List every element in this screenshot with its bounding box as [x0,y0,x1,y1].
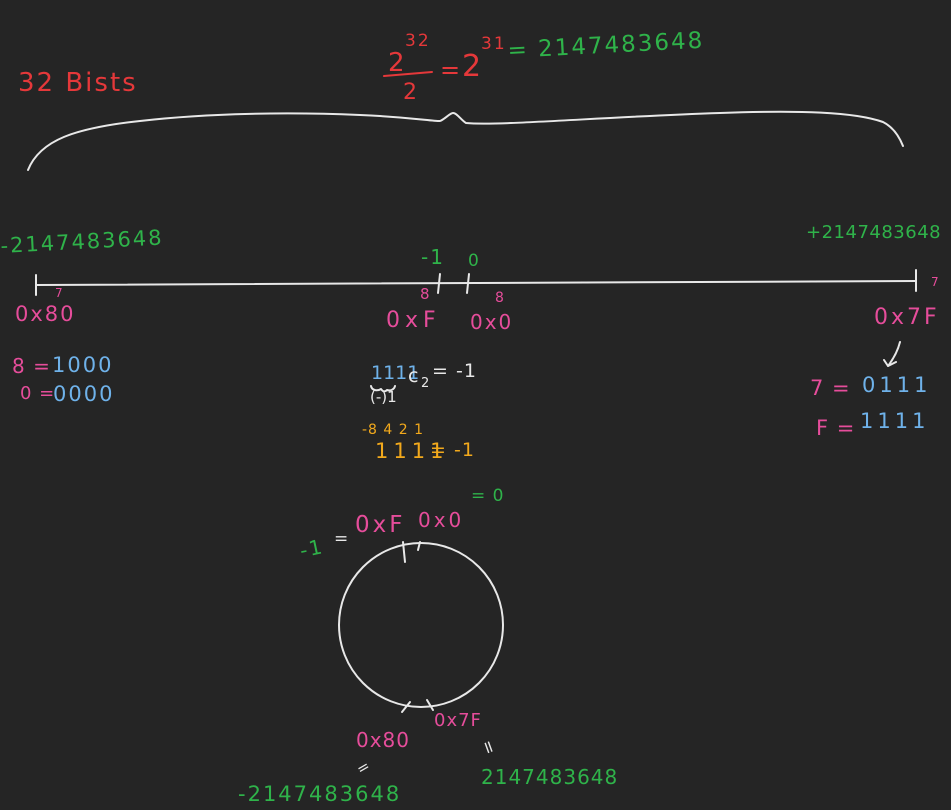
mid-right-hex: 0x0 [470,310,514,334]
weighted-bits: 1111 [375,439,449,463]
seven-bits: 0111 [862,373,932,397]
arrow-right-head [883,359,897,367]
seven-label: 7 = [810,376,851,400]
circle-eq-zero: = 0 [471,486,505,506]
wrap-circle [338,542,504,708]
sign-note: (-)1 [370,388,397,406]
formula-exp31: 31 [481,34,507,54]
c2-sub: 2 [421,376,432,391]
tick-zero [466,273,470,294]
brace [27,110,904,171]
bit-weights: -8 4 2 1 [362,422,425,438]
number-line [35,280,917,286]
circle-top-right-hex: 0x0 [418,508,465,532]
f-label: F = [816,416,856,440]
circle-bottom-right-value: 2147483648 [481,765,619,789]
formula-base-right: 2 [462,49,484,84]
circle-tick-bottom-right [426,699,434,711]
minus-one-label: -1 [421,245,445,269]
mid-left-hex: 0xF [386,308,441,333]
fraction-bar [383,71,433,77]
eight-label: 8 = [12,354,51,378]
zero-label: 0 [468,251,481,271]
formula-base-top: 2 [388,48,407,78]
c2-label: c [408,365,421,387]
f-bits: 1111 [860,409,930,433]
right-hex-super: 7 [931,275,941,289]
formula-exp32: 32 [405,31,431,51]
zero-bits: 0000 [53,382,115,406]
circle-tick-bottom-left [401,701,411,713]
formula-eq: = [440,56,463,84]
circle-eq-left: = [334,529,351,549]
right-extreme-value: +2147483648 [806,222,942,243]
twos-complement-bits: 1111 [371,362,420,384]
left-hex-super: 7 [55,286,65,300]
circle-bottom-right-hex: 0x7F [434,710,482,731]
mid-right-hex-super: 8 [495,290,506,306]
circle-tick-top-right [417,541,421,551]
circle-bottom-left-value: -2147483648 [238,782,402,806]
underbrace [370,385,396,393]
zero-def-label: 0 = [20,383,56,404]
eight-bits: 1000 [52,353,114,377]
mid-left-hex-super: 8 [420,285,432,303]
arrow-right [887,341,901,367]
bits-label: 32 Bists [18,68,138,98]
tick-minus-one [437,273,441,294]
left-hex: 0x80 [15,302,76,326]
circle-bottom-left-hex: 0x80 [356,728,411,752]
circle-minus-one: -1 [297,534,327,563]
circle-tick-top-left [402,541,406,563]
weighted-result: = -1 [430,439,475,461]
formula-denominator: 2 [403,80,419,105]
c2-result: = -1 [432,360,477,382]
circle-top-left-hex: 0xF [355,512,406,538]
right-hex: 0x7F [874,305,940,330]
